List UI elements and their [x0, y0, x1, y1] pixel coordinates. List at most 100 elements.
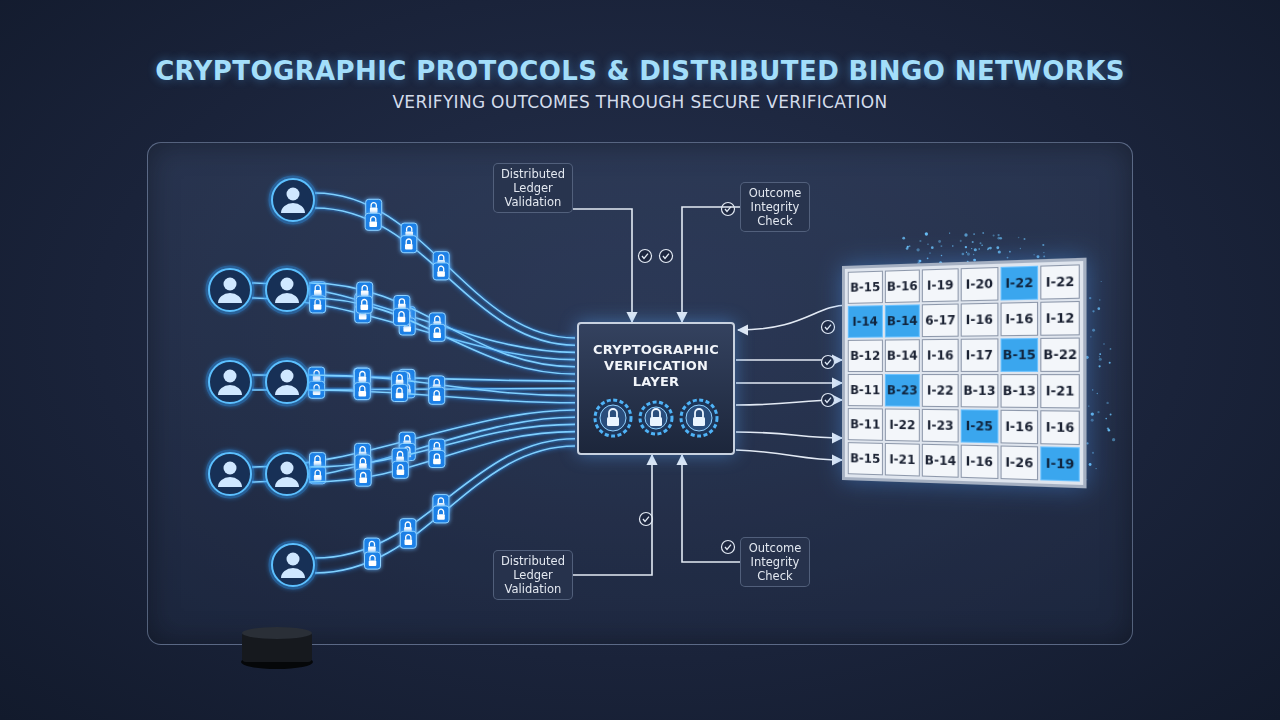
lock-icon [399, 444, 415, 461]
bingo-cell: I-22 [1000, 266, 1038, 301]
lock-shackle [362, 300, 367, 305]
lock-icon [400, 531, 416, 548]
lock-body [433, 384, 441, 390]
bingo-cell: I-22 [922, 374, 958, 407]
particle [982, 232, 984, 234]
lock-icon [310, 282, 326, 299]
lock-shackle [397, 388, 402, 393]
ledger-tag: Distributed Ledger Validation [493, 550, 573, 600]
lock-body [403, 326, 411, 332]
lock-body [437, 271, 445, 277]
lock-shackle [360, 372, 365, 377]
user-wire [315, 439, 575, 558]
user-ring [209, 269, 251, 311]
user-icon [265, 360, 309, 404]
user-head [281, 462, 294, 475]
ledger-tag: Distributed Ledger Validation [493, 163, 573, 213]
particle [907, 246, 909, 248]
user-head [281, 278, 294, 291]
check-ring [822, 356, 835, 369]
user-ring [272, 544, 314, 586]
lock-body [359, 465, 367, 471]
bingo-cell: I-26 [1000, 445, 1038, 480]
user-ring [266, 269, 308, 311]
check-tick [725, 545, 731, 550]
wire-glow [315, 208, 575, 345]
lock-body [359, 452, 367, 458]
lock-icon [429, 451, 445, 468]
lock-icon [433, 263, 449, 280]
lock-body [405, 244, 413, 250]
particle [1043, 252, 1044, 253]
lock-body [358, 376, 366, 382]
user-wire [309, 432, 575, 482]
check-tick [825, 325, 831, 330]
user-head [224, 278, 237, 291]
lock-body [361, 305, 369, 311]
user-icon [265, 268, 309, 312]
lock-icon [392, 448, 408, 465]
lock-icon [356, 296, 372, 313]
user-ring-glow [208, 268, 252, 312]
lock-badge [392, 385, 408, 402]
lock-shackle [360, 460, 365, 465]
user-shoulders [275, 385, 299, 395]
particle [1086, 442, 1088, 444]
particle [978, 248, 979, 249]
lock-shackle [360, 458, 365, 463]
lock-badge [429, 439, 445, 456]
user-wire [309, 298, 575, 374]
particle [971, 248, 972, 249]
check-circle [640, 513, 653, 526]
lock-badge [394, 308, 410, 325]
user-wire [309, 424, 575, 467]
lock-shackle [434, 454, 439, 459]
check-tick [825, 360, 831, 365]
user-head [287, 188, 300, 201]
lock-shackle [314, 370, 319, 375]
check-circle [822, 356, 835, 369]
lock-gear-icons [591, 396, 721, 440]
lock-shackle [371, 203, 376, 208]
lock-shackle [315, 299, 320, 304]
lock-badge [354, 368, 370, 385]
lock-body [434, 321, 442, 327]
lock-badge [364, 538, 380, 555]
lock-body [693, 417, 705, 426]
particle [1099, 358, 1102, 361]
user-ring-glow [265, 452, 309, 496]
lock-icon [357, 282, 373, 299]
output-arrow [736, 382, 842, 384]
user-ring [209, 453, 251, 495]
pedestal-base [241, 655, 313, 669]
check-circle [660, 250, 673, 263]
lock-badge [400, 531, 416, 548]
check-ring [722, 203, 735, 216]
lock-body [359, 377, 367, 383]
lock-shackle [405, 321, 410, 326]
lock-shackle [439, 266, 444, 271]
particle [1092, 389, 1093, 390]
lock-shackle [315, 470, 320, 475]
gear-ring [681, 400, 717, 436]
particle [997, 234, 999, 236]
lock-badge [310, 453, 326, 470]
lock-shackle [360, 296, 365, 301]
lock-badge [399, 369, 415, 386]
particle [981, 244, 983, 246]
particle [967, 253, 970, 256]
particle [1092, 452, 1094, 454]
particle [1089, 297, 1091, 299]
lock-body [437, 260, 445, 266]
check-tick [725, 207, 731, 212]
particle [1097, 411, 1099, 413]
particle [962, 253, 965, 256]
bingo-cell: I-16 [1000, 410, 1038, 444]
user-ring [266, 453, 308, 495]
particle [1042, 244, 1044, 246]
lock-icon [355, 443, 371, 460]
user-ring-glow [271, 178, 315, 222]
lock-body [405, 231, 413, 237]
verification-box: CRYPTOGRAPHIC VERIFICATION LAYER [577, 322, 735, 455]
wire-glow [309, 298, 575, 374]
